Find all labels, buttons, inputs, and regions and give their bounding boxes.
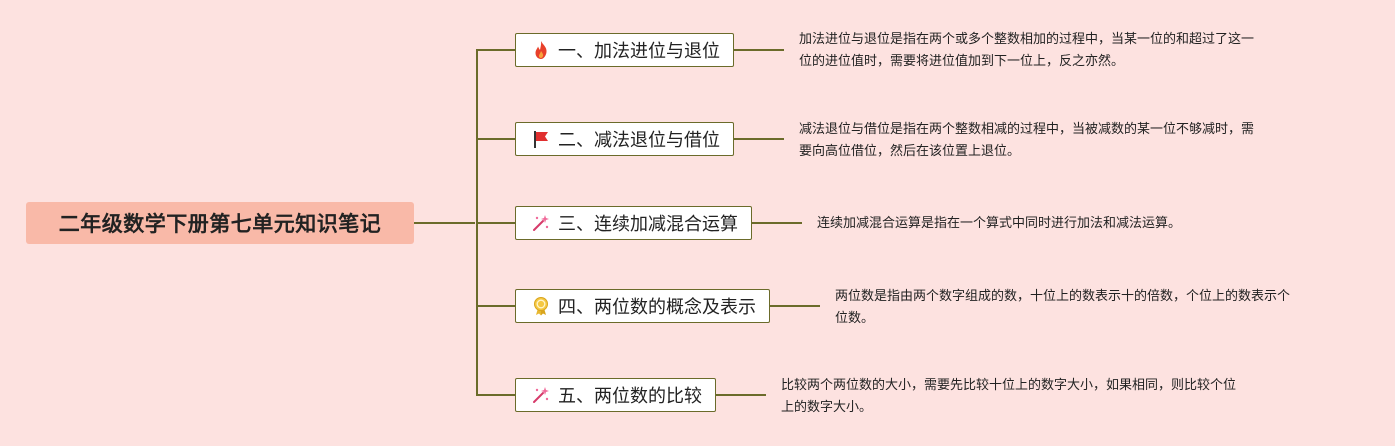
award-medal-icon <box>531 296 551 316</box>
red-flag-icon <box>531 129 551 149</box>
note-4-line-1: 两位数是指由两个数字组成的数，十位上的数表示十的倍数，个位上的数表示个 <box>835 289 1291 304</box>
branch-label-2: 二、减法退位与借位 <box>558 130 720 151</box>
note-1-line-1: 加法进位与退位是指在两个或多个整数相加的过程中，当某一位的和超过了这一 <box>799 32 1255 47</box>
fire-icon <box>531 40 551 60</box>
note-3-line-1: 连续加减混合运算是指在一个算式中同时进行加法和减法运算。 <box>817 216 1182 231</box>
note-5: 比较两个两位数的大小，需要先比较十位上的数字大小，如果相同，则比较个位 上的数字… <box>781 375 1236 419</box>
note-2-line-1: 减法退位与借位是指在两个整数相减的过程中，当被减数的某一位不够减时，需 <box>799 122 1255 137</box>
note-5-line-1: 比较两个两位数的大小，需要先比较十位上的数字大小，如果相同，则比较个位 <box>781 378 1237 393</box>
note-4-line-2: 位数。 <box>835 311 875 326</box>
root-title: 二年级数学下册第七单元知识笔记 <box>58 212 382 236</box>
root-topic[interactable]: 二年级数学下册第七单元知识笔记 <box>26 202 414 244</box>
note-5-line-2: 上的数字大小。 <box>781 400 873 415</box>
branch-label-1: 一、加法进位与退位 <box>558 41 720 62</box>
note-2: 减法退位与借位是指在两个整数相减的过程中，当被减数的某一位不够减时，需 要向高位… <box>799 119 1254 163</box>
branch-topic-5[interactable]: 五、两位数的比较 <box>515 378 716 412</box>
branch-label-3: 三、连续加减混合运算 <box>558 214 738 235</box>
note-1-line-2: 位的进位值时，需要将进位值加到下一位上，反之亦然。 <box>799 54 1125 69</box>
note-3: 连续加减混合运算是指在一个算式中同时进行加法和减法运算。 <box>817 213 1181 235</box>
sparkle-wand-icon <box>531 213 551 233</box>
branch-topic-4[interactable]: 四、两位数的概念及表示 <box>515 289 770 323</box>
branch-topic-2[interactable]: 二、减法退位与借位 <box>515 122 734 156</box>
branch-topic-3[interactable]: 三、连续加减混合运算 <box>515 206 752 240</box>
branch-label-4: 四、两位数的概念及表示 <box>558 297 756 318</box>
note-4: 两位数是指由两个数字组成的数，十位上的数表示十的倍数，个位上的数表示个 位数。 <box>835 286 1290 330</box>
note-2-line-2: 要向高位借位，然后在该位置上退位。 <box>799 144 1021 159</box>
sparkle-wand-icon <box>531 385 551 405</box>
branch-topic-1[interactable]: 一、加法进位与退位 <box>515 33 734 67</box>
branch-label-5: 五、两位数的比较 <box>558 386 702 407</box>
note-1: 加法进位与退位是指在两个或多个整数相加的过程中，当某一位的和超过了这一 位的进位… <box>799 29 1254 73</box>
